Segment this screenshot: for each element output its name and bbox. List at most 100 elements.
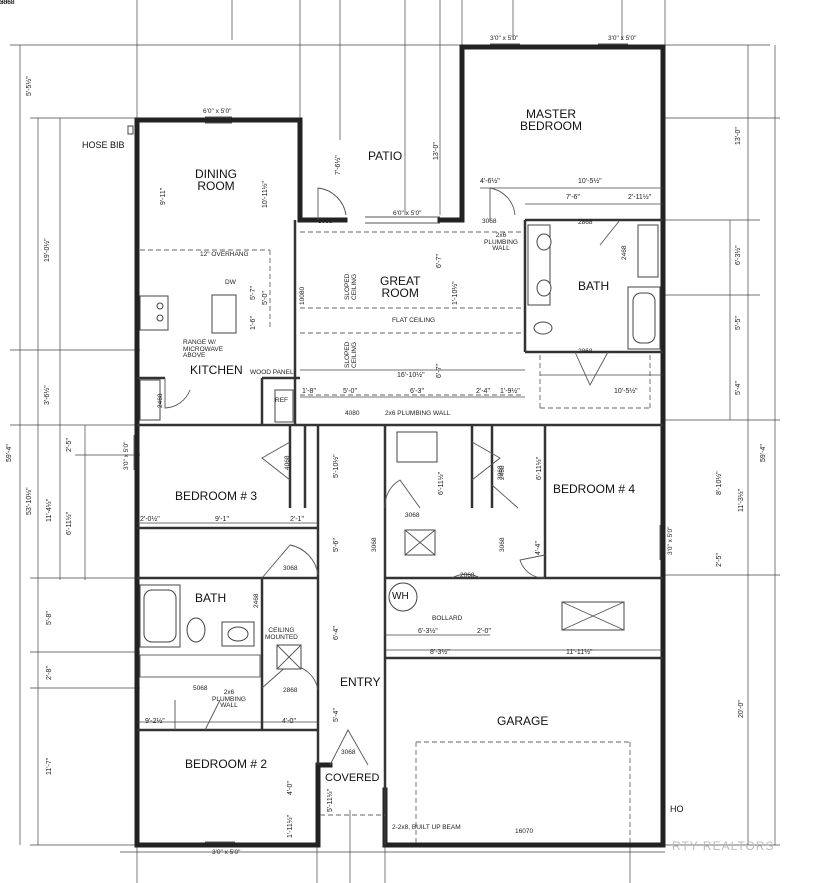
range-note: RANGE W/ MICROWAVE ABOVE — [183, 339, 224, 359]
door-closet-4068: 4068 — [284, 455, 291, 470]
dim-left-9: 11'-7" — [46, 757, 53, 775]
master-bedroom-label: MASTER BEDROOM — [520, 107, 583, 133]
dim-right-6: 11'-3½" — [738, 488, 745, 512]
refrigerator-note: REF — [275, 397, 288, 404]
dim-left-5: 2'-5" — [66, 438, 73, 452]
dim-hall-6: 5'-4" — [333, 708, 340, 722]
dim-left-8: 2'-8" — [46, 666, 53, 680]
beam-note: 2-2x8, BUILT UP BEAM — [392, 824, 461, 831]
opening-10080: 10080 — [299, 286, 306, 305]
dim-row-5: 1'-9½" — [500, 388, 520, 395]
door-2068-garage: 2068 — [460, 572, 475, 579]
left-dimension-lines — [10, 45, 140, 846]
flat-ceiling-note: FLAT CEILING — [392, 317, 436, 324]
window-bedroom-4: 3'0" x 5'0" — [667, 526, 674, 555]
dim-k-1: 5'-7" — [250, 286, 257, 300]
right-dimension-lines — [665, 45, 780, 846]
plumbing-wall-note-bath2: 2x6 PLUMBING WALL — [212, 689, 246, 709]
door-master-3068: 3068 — [482, 218, 497, 225]
sloped-ceiling-note-2: SLOPED CEILING — [344, 341, 358, 368]
door-2468-bath2: 2468 — [253, 593, 260, 608]
dim-k-3: 1'-6" — [250, 316, 257, 330]
dim-cov-2: 5'-11½" — [327, 788, 334, 812]
fixtures — [127, 125, 661, 678]
dim-gr-w: 16'-10½" — [397, 372, 425, 379]
dim-hall-1: 5'-10½" — [333, 454, 340, 478]
dim-gr-1: 6'-7" — [436, 254, 443, 268]
dim-bath-w: 10'-5½" — [614, 388, 638, 395]
dim-right-3: 5'-5" — [735, 316, 742, 330]
window-bedroom-3: 3'0" x 5'0" — [123, 441, 130, 470]
bedroom-3-label: BEDROOM # 3 — [175, 489, 258, 503]
hose-bib-note-2: HO — [670, 804, 684, 814]
dining-room-label: DINING ROOM — [195, 167, 237, 193]
dim-b4-1: 4'-4" — [535, 541, 542, 555]
window-master-1: 3'0" x 5'0" — [490, 35, 519, 42]
dim-gr-3: 6'-7" — [436, 364, 443, 378]
window-bedroom-2: 3'0" x 5'0" — [212, 849, 241, 856]
opening-4080: 4080 — [345, 410, 360, 417]
dim-b2-2: 4'-0" — [282, 718, 296, 725]
window-marks — [133, 43, 661, 843]
garage-door-16070: 16070 — [515, 828, 534, 835]
dim-mb-3: 7'-6" — [566, 194, 580, 201]
door-closet-2468: 2468 — [621, 245, 628, 260]
dim-right-5: 8'-10½" — [716, 471, 723, 495]
exterior-walls — [134, 44, 666, 848]
door-3068-bed4: 3068 — [405, 512, 420, 519]
door-3068-bath2: 3068 — [283, 565, 298, 572]
dim-g-4: 11'-11½" — [566, 649, 593, 656]
ceiling-mounted-note: CEILING MOUNTED — [265, 627, 298, 641]
dim-right-1: 13'-0" — [735, 127, 742, 145]
dim-patio-v2: 13'-0" — [433, 142, 440, 160]
dim-row-4: 2'-4" — [476, 388, 490, 395]
interior-walls — [137, 218, 663, 845]
dim-mb-1: 4'-6½" — [480, 178, 500, 185]
dim-cov-1: 4'-0" — [287, 781, 294, 795]
dim-right-7: 2'-5" — [716, 553, 723, 567]
dim-g-1: 6'-3½" — [418, 628, 438, 635]
covered-label: COVERED — [325, 772, 380, 784]
dim-b2-3: 1'-11½" — [287, 814, 294, 838]
dim-mb-2: 10'-5½" — [578, 178, 602, 185]
door-swings — [164, 187, 621, 766]
patio-label: PATIO — [368, 149, 403, 163]
dim-right-overall: 59'-4" — [760, 444, 767, 462]
plumbing-wall-note-hall: 2x6 PLUMBING WALL — [385, 410, 451, 417]
dim-right-4: 5'-4" — [735, 381, 742, 395]
window-dining: 6'0" x 5'0" — [203, 108, 232, 115]
entry-label: ENTRY — [340, 675, 381, 689]
watermark: RTY REALTORS — [672, 839, 775, 853]
dim-left-6: 6'-11½" — [66, 511, 73, 535]
dim-b3-2: 9'-1" — [215, 516, 229, 523]
dim-hall-5: 6'-4" — [333, 626, 340, 640]
dim-hall-3: 6'-11½" — [536, 456, 543, 480]
wood-panel-note: WOOD PANEL — [250, 369, 294, 376]
door-5068-extra: 5068 — [0, 0, 15, 6]
water-heater-label: WH — [392, 591, 409, 602]
dim-g-2: 2'-0" — [477, 628, 491, 635]
dim-left-overall: 59'-4" — [6, 444, 13, 462]
dim-row-1: 1'-8" — [302, 388, 316, 395]
window-master-2: 3'0" x 5'0" — [608, 35, 637, 42]
door-2868-extra: 2868 — [0, 0, 15, 6]
garage-label: GARAGE — [497, 714, 549, 728]
window-patio: 6'0" x 5'0" — [393, 210, 422, 217]
bedroom-4-label: BEDROOM # 4 — [553, 482, 636, 496]
dim-hall-2: 6'-11½" — [438, 471, 445, 495]
dim-left-7: 5'-8" — [46, 611, 53, 625]
dim-patio-v: 7'-6½" — [335, 155, 342, 175]
plumbing-wall-note-master: 2x6 PLUMBING WALL — [484, 232, 518, 252]
sloped-ceiling-note-1: SLOPED CEILING — [344, 273, 358, 300]
dim-b3-1: 2'-0½" — [140, 516, 160, 523]
door-3068-entry: 3068 — [371, 537, 378, 552]
ceiling-lines — [140, 231, 651, 845]
hose-bib-note: HOSE BIB — [82, 140, 125, 150]
door-3068-hall-2: 3068 — [499, 537, 506, 552]
overhang-note: 12" OVERHANG — [200, 251, 249, 258]
door-bath-2868-b: 2868 — [578, 348, 593, 355]
master-bath-label: BATH — [578, 279, 610, 293]
dim-b3-3: 2'-1" — [290, 516, 304, 523]
kitchen-label: KITCHEN — [190, 363, 243, 377]
